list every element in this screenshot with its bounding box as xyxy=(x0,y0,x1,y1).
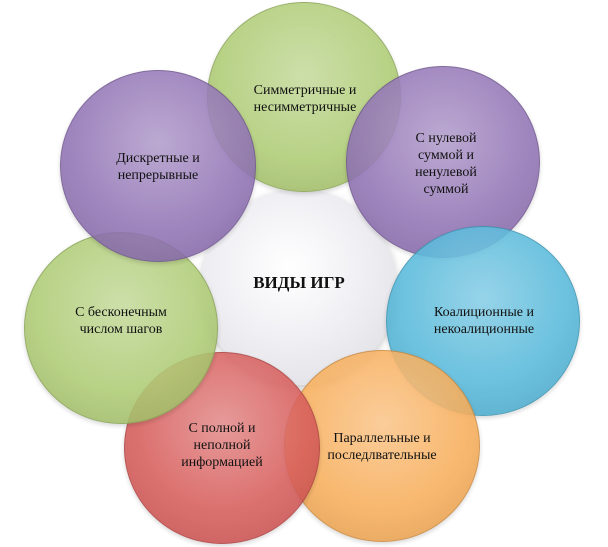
center-label: ВИДЫ ИГР xyxy=(253,273,345,292)
circle-infinite xyxy=(24,232,218,424)
circle-discrete xyxy=(60,70,256,262)
